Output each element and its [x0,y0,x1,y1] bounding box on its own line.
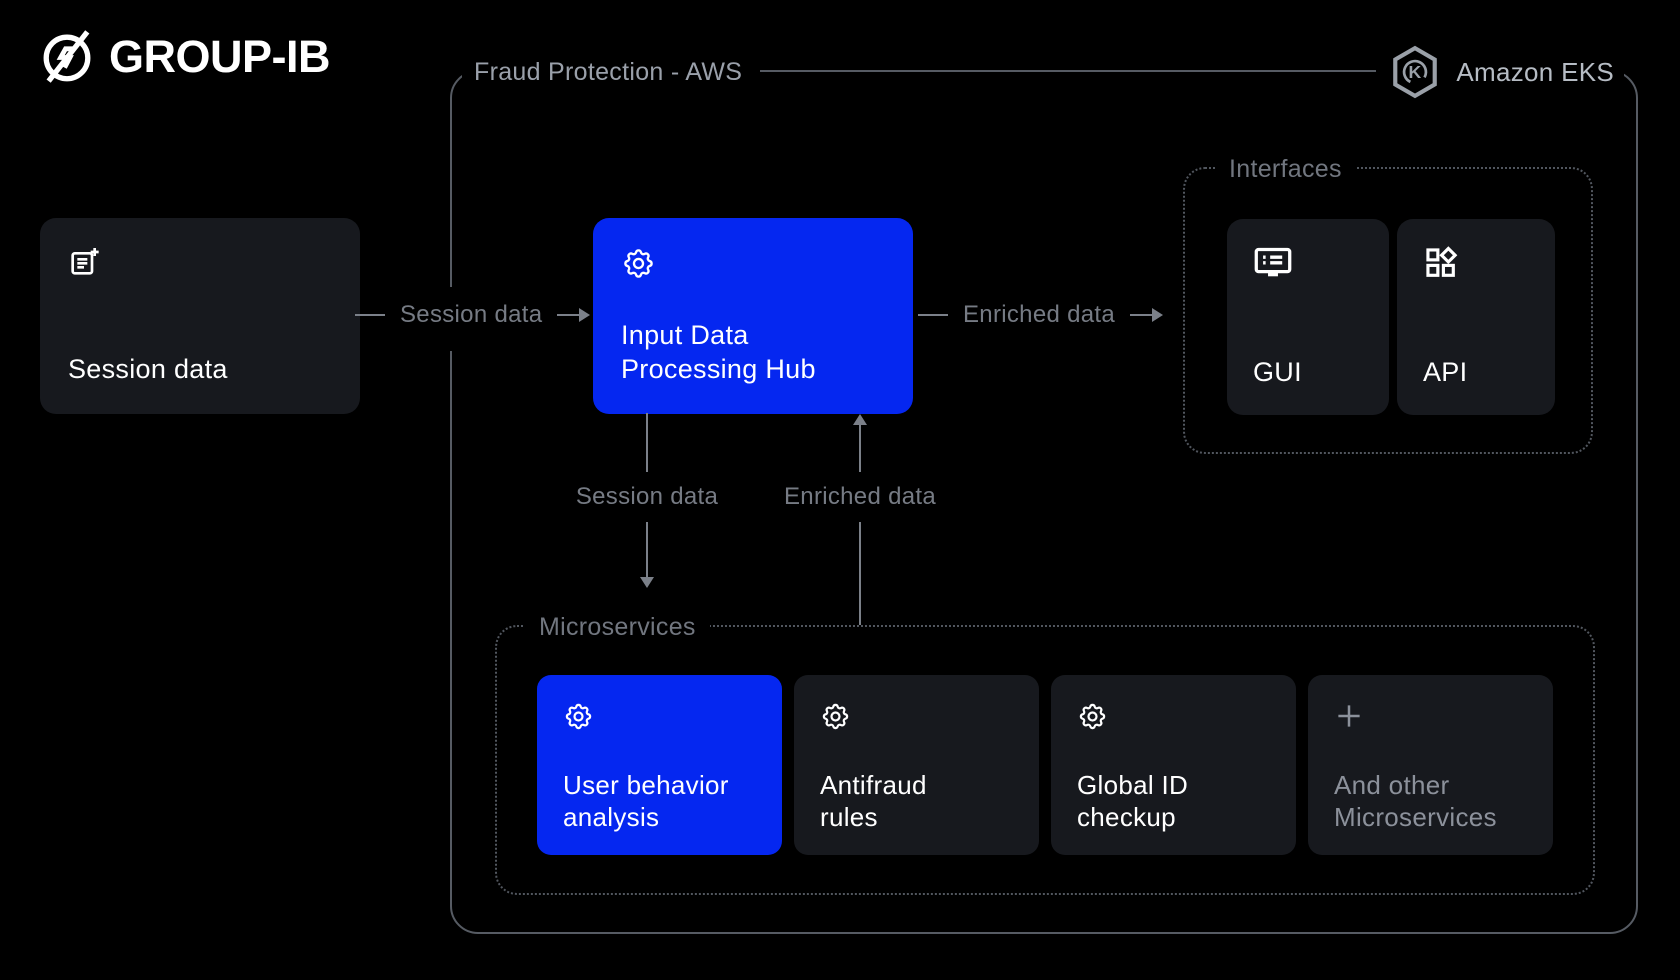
antifraud-rules-title: Antifraud rules [820,769,927,832]
frame-title: Fraud Protection - AWS [462,49,761,95]
flow-line [646,522,648,577]
group-ib-logo: GROUP-IB [38,28,331,86]
gear-icon [820,701,1017,737]
user-behavior-analysis-card: User behavior analysis [537,675,782,855]
plus-icon [1334,701,1531,736]
interfaces-group: Interfaces GUI API [1183,151,1593,454]
antifraud-rules-card: Antifraud rules [794,675,1039,855]
monitor-list-icon [1253,245,1363,284]
other-microservices-title: And other Microservices [1334,769,1497,832]
gear-icon [563,701,760,737]
flow-label: Enriched data [961,295,1118,335]
flow-line [557,314,580,316]
api-title: API [1423,356,1468,387]
interfaces-label: Interfaces [1215,151,1356,187]
flow-enriched-data-up: Enriched data [770,414,950,625]
flow-line [1130,314,1153,316]
input-data-processing-hub-card: Input Data Processing Hub [593,218,913,414]
brand-name: GROUP-IB [109,31,331,82]
flow-line [918,314,948,316]
flow-label: Session data [575,483,719,510]
svg-text:K: K [1409,62,1422,82]
hub-title: Input Data Processing Hub [621,320,816,384]
flow-line [859,425,861,472]
group-ib-logo-icon [43,30,91,83]
flow-line [355,314,385,316]
microservices-group: Microservices User behavior analysis Ant… [495,609,1595,895]
api-card: API [1397,219,1555,415]
session-data-title: Session data [68,353,228,384]
eks-label: Amazon EKS [1456,56,1614,87]
user-behavior-analysis-title: User behavior analysis [563,769,729,832]
gear-icon [621,246,885,286]
flow-session-data-in: Session data [355,295,591,335]
arrowhead-right-icon [1152,308,1164,322]
global-id-checkup-card: Global ID checkup [1051,675,1296,855]
category-squares-icon [1423,245,1529,286]
arrowhead-down-icon [640,577,654,588]
flow-label: Session data [398,295,545,335]
flow-line [859,522,861,625]
microservices-label: Microservices [525,609,710,645]
flow-enriched-data-out: Enriched data [918,295,1164,335]
global-id-checkup-title: Global ID checkup [1077,769,1189,832]
fraud-protection-frame: Fraud Protection - AWS K Amazon EKS [447,43,1638,934]
flow-line [646,413,648,472]
note-add-icon [68,246,332,283]
eks-hexagon-k-icon: K [1393,45,1438,99]
gear-icon [1077,701,1274,737]
arrowhead-right-icon [579,308,591,322]
flow-label: Enriched data [783,483,936,510]
session-data-card: Session data [40,218,360,414]
gui-card: GUI [1227,219,1389,415]
other-microservices-card: And other Microservices [1308,675,1553,855]
gui-title: GUI [1253,356,1302,387]
flow-session-data-down: Session data [557,413,737,588]
arrowhead-up-icon [853,414,867,425]
amazon-eks-badge: K Amazon EKS [1376,43,1624,101]
